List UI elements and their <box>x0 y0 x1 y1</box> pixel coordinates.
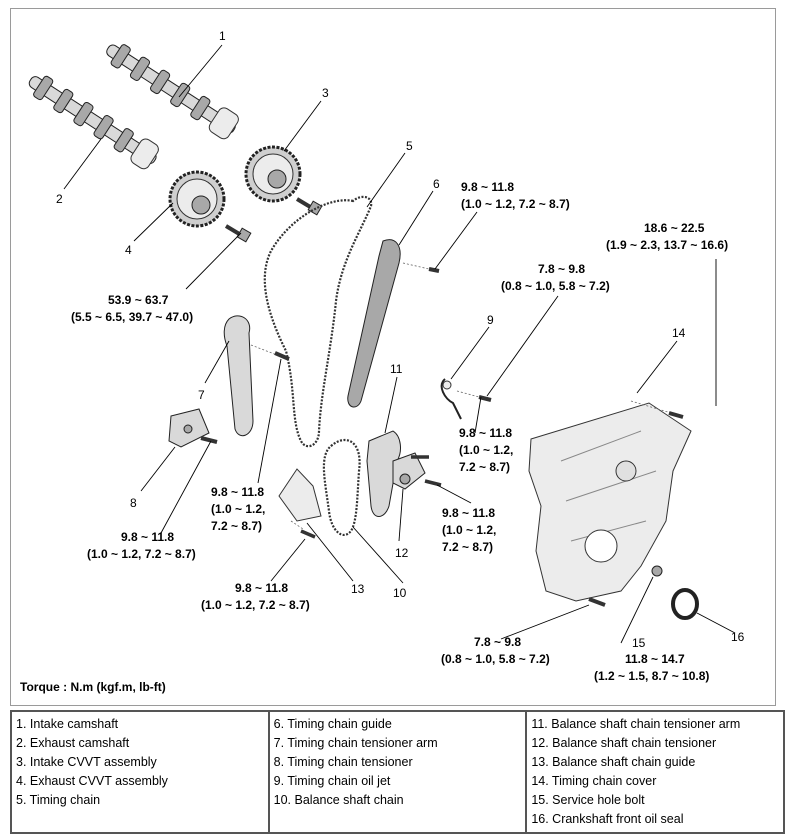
torque-service-hole-alt: (0.8 ~ 1.0, 5.8 ~ 7.2) <box>441 652 550 666</box>
torque-tensioner-arm-value: 9.8 ~ 11.8 <box>459 426 512 440</box>
timing-chain-tensioner <box>168 408 218 448</box>
torque-cvvt-value: 53.9 ~ 63.7 <box>108 293 169 307</box>
legend-item: 1. Intake camshaft <box>16 717 119 731</box>
legend-item: 9. Timing chain oil jet <box>273 774 391 788</box>
torque-bal-guide-value: 9.8 ~ 11.8 <box>235 581 288 595</box>
intake-camshaft <box>106 44 239 140</box>
legend-column-3: 11. Balance shaft chain tensioner arm 12… <box>525 710 785 834</box>
torque-tensioner-arm-alt1: (1.0 ~ 1.2, <box>459 443 513 457</box>
torque-oil-seal-alt: (1.2 ~ 1.5, 8.7 ~ 10.8) <box>594 669 709 683</box>
balance-shaft-chain <box>322 438 361 536</box>
callout-8: 8 <box>130 496 137 510</box>
callout-3: 3 <box>322 86 329 100</box>
callout-15: 15 <box>632 636 646 650</box>
torque-arm-bolt-alt2: 7.2 ~ 8.7) <box>211 519 262 533</box>
torque-jet-value: 7.8 ~ 9.8 <box>538 262 585 276</box>
exhaust-camshaft <box>28 75 159 170</box>
torque-bal-tensioner-value: 9.8 ~ 11.8 <box>442 506 495 520</box>
timing-chain-oil-jet <box>440 378 492 420</box>
timing-chain-tensioner-arm <box>223 315 290 437</box>
legend-item: 4. Exhaust CVVT assembly <box>16 774 168 788</box>
torque-guide-value: 9.8 ~ 11.8 <box>461 180 514 194</box>
callout-7: 7 <box>198 388 205 402</box>
balance-shaft-tensioner <box>392 452 442 490</box>
legend-column-1: 1. Intake camshaft 2. Exhaust camshaft 3… <box>10 710 270 834</box>
legend-item: 10. Balance shaft chain <box>273 793 404 807</box>
parts-legend-table: 1. Intake camshaft 2. Exhaust camshaft 3… <box>10 710 785 834</box>
torque-bal-tensioner-alt1: (1.0 ~ 1.2, <box>442 523 496 537</box>
callout-9: 9 <box>487 313 494 327</box>
callout-16: 16 <box>731 630 745 644</box>
exploded-view-diagram: 1 2 3 4 5 6 7 8 9 10 11 12 13 14 15 16 9… <box>10 8 776 706</box>
torque-bal-guide-alt: (1.0 ~ 1.2, 7.2 ~ 8.7) <box>201 598 310 612</box>
torque-oil-seal-value: 11.8 ~ 14.7 <box>625 652 685 666</box>
callout-1: 1 <box>219 29 226 43</box>
torque-cover-alt: (1.9 ~ 2.3, 13.7 ~ 16.6) <box>606 238 728 252</box>
callout-13: 13 <box>351 582 365 596</box>
callout-6: 6 <box>433 177 440 191</box>
legend-item: 5. Timing chain <box>16 793 101 807</box>
legend-item: 16. Crankshaft front oil seal <box>531 812 684 826</box>
legend-item: 6. Timing chain guide <box>273 717 392 731</box>
torque-tensioner-arm-alt2: 7.2 ~ 8.7) <box>459 460 510 474</box>
torque-jet-alt: (0.8 ~ 1.0, 5.8 ~ 7.2) <box>501 279 610 293</box>
callout-10: 10 <box>393 586 407 600</box>
torque-bal-tensioner-alt2: 7.2 ~ 8.7) <box>442 540 493 554</box>
torque-chain-tensioner-value: 9.8 ~ 11.8 <box>121 530 174 544</box>
diagram-canvas: 1 2 3 4 5 6 7 8 9 10 11 12 13 14 15 16 9… <box>28 29 745 683</box>
intake-cvvt-sprocket <box>244 145 302 203</box>
callout-2: 2 <box>56 192 63 206</box>
callout-11: 11 <box>390 362 403 376</box>
legend-item: 14. Timing chain cover <box>531 774 657 788</box>
legend-item: 15. Service hole bolt <box>531 793 645 807</box>
torque-unit-note: Torque : N.m (kgf.m, lb-ft) <box>20 680 166 694</box>
timing-chain <box>263 195 373 448</box>
legend-item: 8. Timing chain tensioner <box>273 755 413 769</box>
torque-cover-value: 18.6 ~ 22.5 <box>644 221 705 235</box>
crankshaft-front-oil-seal <box>671 588 699 620</box>
legend-item: 2. Exhaust camshaft <box>16 736 130 750</box>
legend-item: 7. Timing chain tensioner arm <box>273 736 438 750</box>
torque-specs: 9.8 ~ 11.8 (1.0 ~ 1.2, 7.2 ~ 8.7) 18.6 ~… <box>71 180 728 683</box>
timing-chain-cover <box>528 400 692 602</box>
callout-5: 5 <box>406 139 413 153</box>
torque-guide-alt: (1.0 ~ 1.2, 7.2 ~ 8.7) <box>461 197 570 211</box>
torque-arm-bolt-value: 9.8 ~ 11.8 <box>211 485 264 499</box>
torque-service-hole-value: 7.8 ~ 9.8 <box>474 635 521 649</box>
legend-item: 3. Intake CVVT assembly <box>16 755 157 769</box>
cvvt-bolt <box>224 224 252 243</box>
legend-item: 12. Balance shaft chain tensioner <box>531 736 717 750</box>
torque-arm-bolt-alt1: (1.0 ~ 1.2, <box>211 502 265 516</box>
leader-lines <box>63 44 736 644</box>
legend-item: 13. Balance shaft chain guide <box>531 755 696 769</box>
callout-4: 4 <box>125 243 132 257</box>
torque-chain-tensioner-alt: (1.0 ~ 1.2, 7.2 ~ 8.7) <box>87 547 196 561</box>
legend-item: 11. Balance shaft chain tensioner arm <box>531 717 741 731</box>
balance-shaft-chain-guide <box>278 468 322 539</box>
callout-numbers: 1 2 3 4 5 6 7 8 9 10 11 12 13 14 15 16 <box>56 29 745 650</box>
callout-14: 14 <box>672 326 686 340</box>
exhaust-cvvt-sprocket <box>168 170 226 228</box>
service-hole-bolt <box>588 565 663 607</box>
torque-cvvt-alt: (5.5 ~ 6.5, 39.7 ~ 47.0) <box>71 310 193 324</box>
balance-shaft-tensioner-arm <box>366 430 401 517</box>
legend-column-2: 6. Timing chain guide 7. Timing chain te… <box>267 710 528 834</box>
timing-chain-guide <box>347 239 440 408</box>
callout-12: 12 <box>395 546 409 560</box>
